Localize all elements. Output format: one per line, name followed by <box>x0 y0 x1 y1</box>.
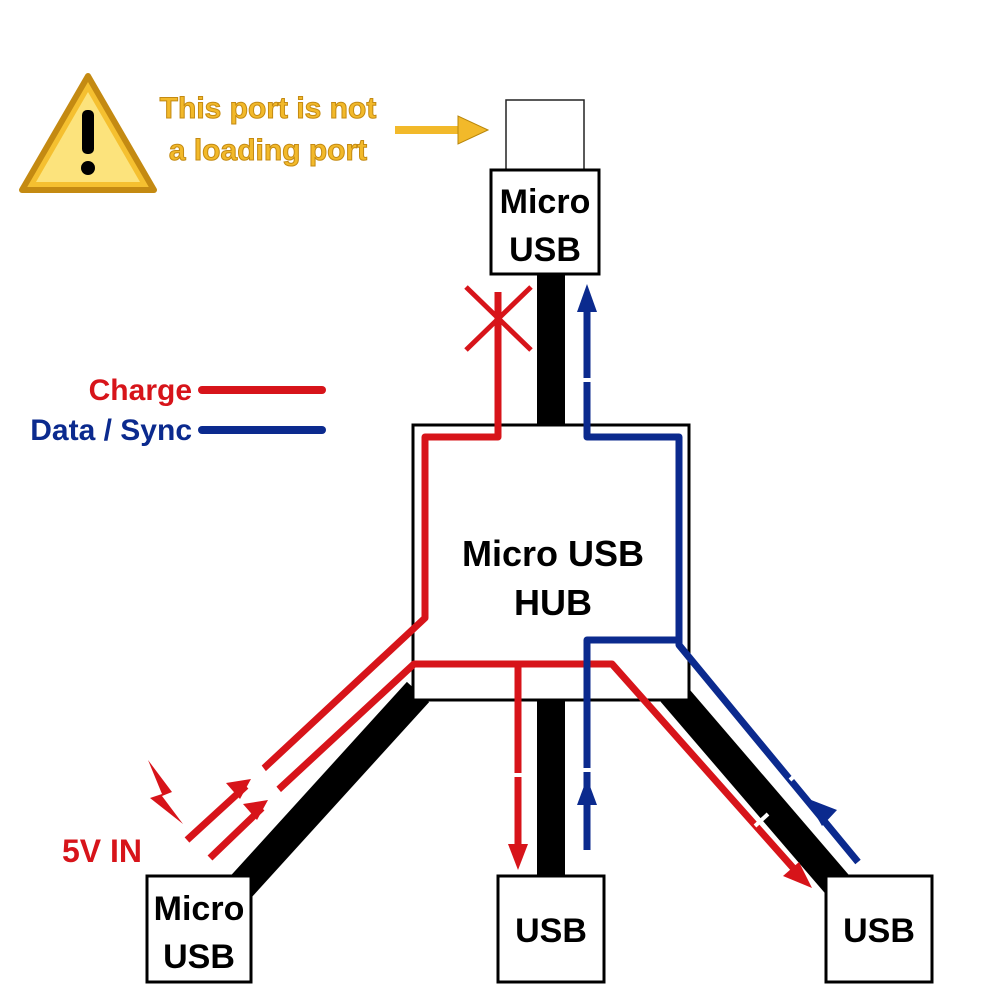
bottom-left-port-box <box>145 874 253 984</box>
charge-stubs <box>184 783 265 861</box>
hub-label-line2: HUB <box>514 582 592 623</box>
legend-data-label: Data / Sync <box>30 414 192 447</box>
legend-charge-label: Charge <box>89 374 192 407</box>
arrow-right-icon <box>395 115 490 145</box>
top-port-label-line2: USB <box>509 231 581 269</box>
lightning-icon <box>148 760 183 824</box>
charge-arrowheads <box>226 779 812 888</box>
charge-path-left-inner <box>275 660 798 873</box>
charge-path-left-outer <box>259 292 502 773</box>
arrow-down-icon <box>508 844 528 870</box>
data-path-top <box>583 305 861 865</box>
bottom-right-port-label: USB <box>843 912 915 950</box>
bottom-left-port-label-line1: Micro <box>154 890 245 928</box>
charge-paths <box>259 292 798 873</box>
warning-text-line1: This port is not <box>160 92 377 125</box>
input-label: 5V IN <box>62 833 142 869</box>
bottom-middle-port-box <box>496 874 606 984</box>
charge-stub-outer <box>184 783 249 843</box>
cable-bottom-right <box>660 682 854 900</box>
hub-label-line1: Micro USB <box>462 533 644 574</box>
bottom-right-port-box <box>824 874 934 984</box>
arrow-up-icon <box>577 284 597 312</box>
arrow-right-icon <box>243 800 268 820</box>
top-port-label-line1: Micro <box>500 183 591 221</box>
top-port-shell <box>505 99 585 173</box>
line-gaps <box>253 378 805 828</box>
top-port-box <box>489 168 601 276</box>
hub-box <box>411 423 691 702</box>
warning-icon <box>19 73 157 193</box>
cables <box>226 270 854 901</box>
charge-stub-inner <box>207 805 265 861</box>
data-arrowheads <box>577 284 837 826</box>
arrow-up-icon <box>577 778 597 805</box>
arrow-up-left-icon <box>806 798 837 826</box>
bottom-left-port-label-line2: USB <box>163 938 235 976</box>
cross-icon <box>464 285 533 352</box>
bottom-middle-port-label: USB <box>515 912 587 950</box>
warning-text-line2: a loading port <box>169 134 367 167</box>
arrow-right-icon <box>226 779 251 799</box>
arrow-down-right-icon <box>783 862 812 888</box>
cable-bottom-left <box>226 681 430 901</box>
